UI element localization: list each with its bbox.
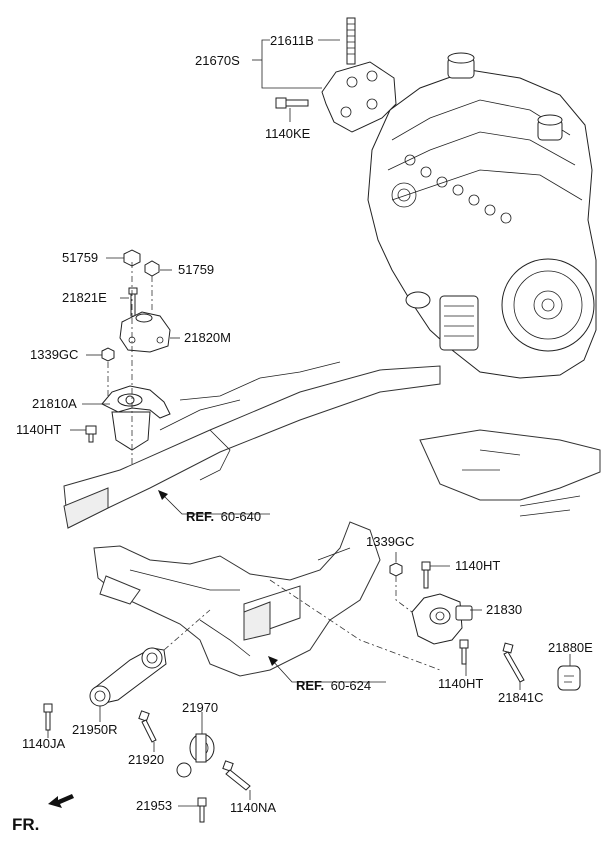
label-21670S: 21670S <box>195 53 240 68</box>
arrow-left-down-icon <box>48 794 74 808</box>
label-21920: 21920 <box>128 752 164 767</box>
label-1140HT-right-top: 1140HT <box>455 558 500 573</box>
leader-lines <box>47 39 571 807</box>
label-21821E: 21821E <box>62 290 107 305</box>
label-51759-right: 51759 <box>178 262 214 277</box>
label-1140KE: 1140KE <box>265 126 311 141</box>
roll-rod-assembly <box>43 609 251 823</box>
label-21880E: 21880E <box>548 640 593 655</box>
label-51759-left: 51759 <box>62 250 98 265</box>
label-21970: 21970 <box>182 700 218 715</box>
label-21950R: 21950R <box>72 722 118 737</box>
right-mount-assembly <box>269 561 581 691</box>
label-1339GC-right: 1339GC <box>366 534 414 549</box>
ref-arrow-60-640 <box>158 490 270 515</box>
label-1140JA: 1140JA <box>22 736 65 751</box>
frame-subframe-lower <box>93 521 381 677</box>
frame-rail-upper <box>63 361 601 529</box>
ref-label-60-624: REF. 60-624 <box>296 677 371 694</box>
ref-prefix-60-640: REF. <box>186 509 214 524</box>
label-21841C: 21841C <box>498 690 544 705</box>
label-21830: 21830 <box>486 602 522 617</box>
ref-number-60-640: 60-640 <box>221 509 261 524</box>
ref-prefix-60-624: REF. <box>296 678 324 693</box>
label-21611B: 21611B <box>270 33 314 48</box>
label-1140NA: 1140NA <box>230 800 276 815</box>
engine-block-illustration <box>367 52 597 379</box>
label-1140HT-left: 1140HT <box>16 422 61 437</box>
ref-arrow-60-624 <box>268 656 386 683</box>
left-mount-stack <box>85 249 171 476</box>
front-direction-label: FR. <box>12 815 39 834</box>
label-21820M: 21820M <box>184 330 231 345</box>
label-1140HT-right-bottom: 1140HT <box>438 676 483 691</box>
ref-label-60-640: REF. 60-640 <box>186 508 261 525</box>
upper-engine-bracket <box>275 17 397 133</box>
ref-number-60-624: 60-624 <box>331 678 371 693</box>
label-21953: 21953 <box>136 798 172 813</box>
label-1339GC-left: 1339GC <box>30 347 78 362</box>
label-21810A: 21810A <box>32 396 77 411</box>
